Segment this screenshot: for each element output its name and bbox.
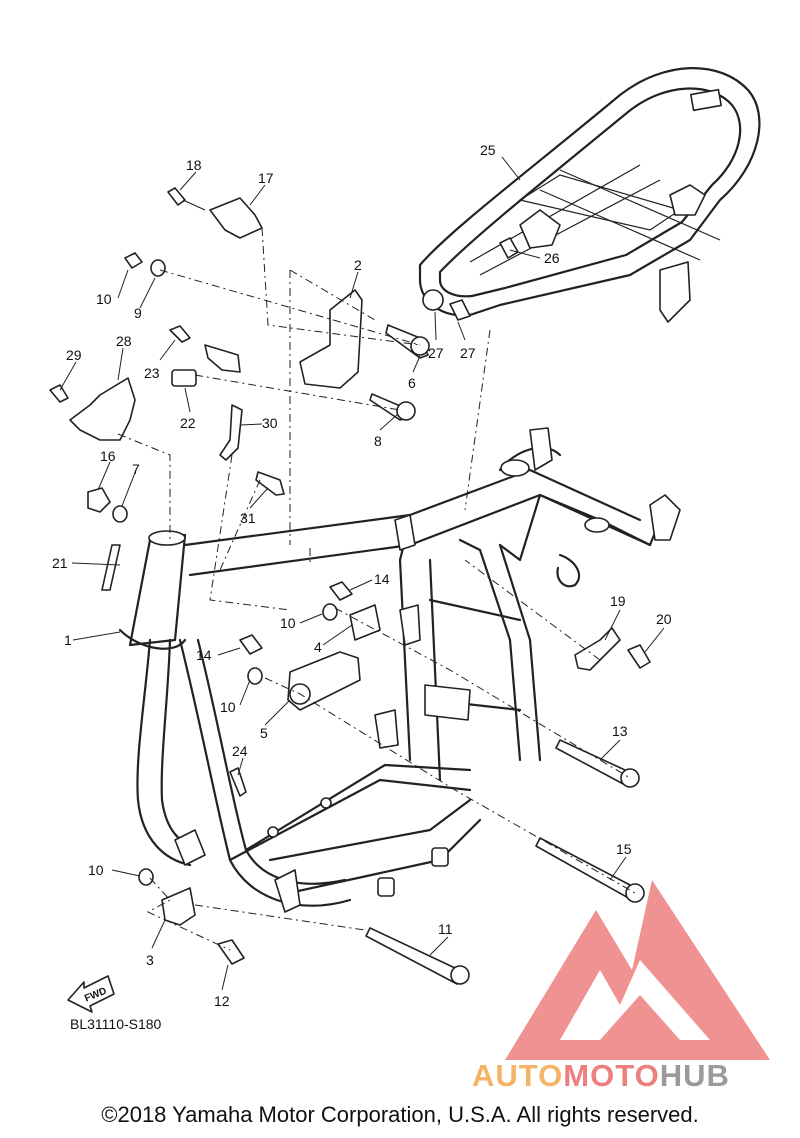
callout-23: 23 (144, 365, 160, 381)
main-frame-1 (118, 427, 681, 913)
callout-17: 17 (258, 170, 274, 186)
watermark-text: AUTOMOTOHUB (472, 1058, 730, 1094)
callout-25: 25 (480, 142, 496, 158)
watermark-moto: MOTO (563, 1058, 660, 1093)
automotohub-logo (505, 880, 770, 1060)
assembly-lines (117, 227, 636, 951)
callout-30: 30 (262, 415, 278, 431)
callout-6: 6 (408, 375, 416, 391)
small-parts (49, 187, 651, 1013)
watermark-auto: AUTO (472, 1058, 564, 1093)
callout-8: 8 (374, 433, 382, 449)
callout-10: 10 (96, 291, 112, 307)
callout-2: 2 (354, 257, 362, 273)
diagram-code: BL31110-S180 (70, 1016, 162, 1032)
callout-4: 4 (314, 639, 322, 655)
callout-7: 7 (132, 461, 140, 477)
callout-29: 29 (66, 347, 82, 363)
callout-26: 26 (544, 250, 560, 266)
callout-28: 28 (116, 333, 132, 349)
callout-20: 20 (656, 611, 672, 627)
callout-9: 9 (134, 305, 142, 321)
callout-labels: 18 17 25 10 9 2 26 27 27 29 28 23 6 22 8… (52, 142, 672, 1009)
callout-10: 10 (88, 862, 104, 878)
leader-lines (59, 156, 665, 991)
callout-14: 14 (374, 571, 390, 587)
callout-24: 24 (232, 743, 248, 759)
callout-21: 21 (52, 555, 68, 571)
callout-11: 11 (438, 921, 453, 937)
callout-14: 14 (196, 647, 212, 663)
callout-1: 1 (64, 632, 72, 648)
rear-frame-25 (418, 67, 761, 323)
callout-27: 27 (428, 345, 444, 361)
callout-10: 10 (280, 615, 296, 631)
callout-27: 27 (460, 345, 476, 361)
callout-19: 19 (610, 593, 626, 609)
callout-5: 5 (260, 725, 268, 741)
copyright-notice: ©2018 Yamaha Motor Corporation, U.S.A. A… (101, 1102, 699, 1127)
callout-10: 10 (220, 699, 236, 715)
callout-15: 15 (616, 841, 632, 857)
callout-16: 16 (100, 448, 116, 464)
watermark-hub: HUB (659, 1058, 730, 1093)
callout-31: 31 (240, 510, 256, 526)
callout-13: 13 (612, 723, 628, 739)
callout-12: 12 (214, 993, 230, 1009)
callout-3: 3 (146, 952, 154, 968)
callout-22: 22 (180, 415, 196, 431)
fwd-arrow-icon (67, 975, 115, 1013)
callout-18: 18 (186, 157, 202, 173)
